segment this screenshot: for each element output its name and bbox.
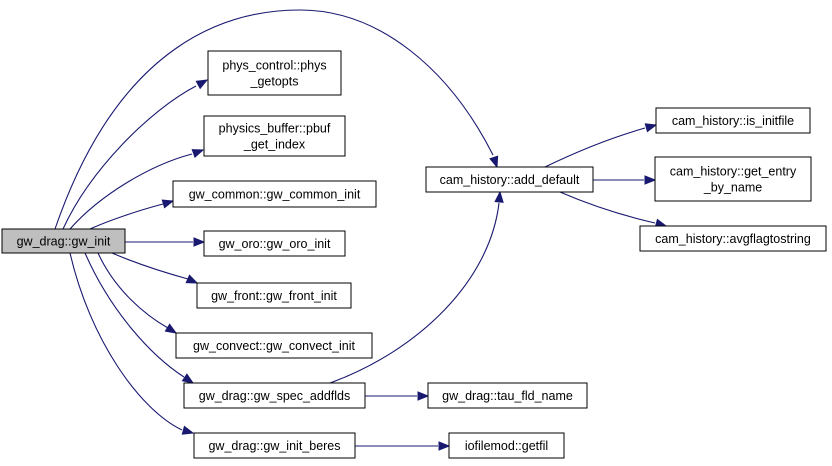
arrowhead (438, 441, 451, 451)
node-box (172, 180, 377, 208)
edge-add_default-to-is_initfile (544, 123, 658, 168)
edge-gw_init-to-phys_getopts (62, 79, 209, 230)
arrowhead (181, 373, 195, 384)
node-label: physics_buffer::pbuf (219, 122, 331, 136)
edge-gw_spec_addflds-to-tau_fld_name (365, 391, 430, 401)
node-gw-oro-init[interactable]: gw_oro::gw_oro_init (203, 230, 346, 257)
node-label: gw_common::gw_common_init (189, 188, 361, 202)
node-label: cam_history::get_entry (670, 165, 797, 179)
node-getfil[interactable]: iofilemod::getfil (448, 432, 565, 459)
nodes-layer: gw_drag::gw_init phys_control::phys_getop… (1, 50, 827, 459)
node-label: iofilemod::getfil (465, 439, 548, 453)
edge-gw_init-to-gw_oro_init (125, 237, 206, 247)
edge-gw_init-to-gw_init_beres (69, 252, 195, 435)
node-box (175, 332, 373, 359)
edge-gw_init-to-pbuf_get_index (69, 149, 205, 230)
node-label: gw_drag::tau_fld_name (442, 389, 573, 403)
node-gw-common-init[interactable]: gw_common::gw_common_init (172, 180, 377, 208)
node-avgflagtostring[interactable]: cam_history::avgflagtostring (639, 225, 827, 252)
arrowhead (193, 237, 206, 247)
node-box (427, 382, 588, 409)
arrowhead (191, 149, 205, 159)
edge-gw_init-to-gw_front_init (111, 252, 199, 284)
arrowhead (164, 323, 178, 334)
edge-gw_spec_addflds-to-add_default (329, 190, 504, 384)
edge-line (544, 127, 646, 168)
node-label: cam_history::avgflagtostring (655, 232, 811, 246)
node-label: gw_oro::gw_oro_init (219, 237, 331, 251)
edges-layer (54, 9, 668, 451)
node-label: gw_convect::gw_convect_init (193, 339, 355, 353)
edge-line (329, 202, 500, 384)
node-box (203, 115, 346, 157)
node-pbuf-get-index[interactable]: physics_buffer::pbuf_get_index (203, 115, 346, 157)
arrowhead (644, 175, 657, 185)
node-box (655, 107, 811, 134)
edge-line (111, 252, 189, 280)
node-box (448, 432, 565, 459)
node-label: _get_index (243, 138, 306, 152)
node-box (425, 166, 594, 193)
arrowhead (161, 199, 175, 209)
edge-add_default-to-avgflagtostring (559, 191, 668, 228)
node-gw-spec-addflds[interactable]: gw_drag::gw_spec_addflds (183, 382, 366, 409)
node-box (1, 228, 126, 254)
arrowhead (181, 425, 195, 435)
arrowhead (195, 79, 209, 90)
node-box (207, 50, 342, 96)
node-gw-front-init[interactable]: gw_front::gw_front_init (196, 282, 352, 309)
node-label: _by_name (703, 181, 762, 195)
edge-line (62, 85, 197, 230)
edge-line (69, 252, 183, 431)
node-label: _getopts (250, 75, 299, 89)
edge-line (69, 153, 193, 230)
edge-gw_init-to-gw_convect_init (97, 252, 178, 334)
arrowhead (644, 123, 658, 133)
arrowhead (489, 155, 499, 169)
node-label: gw_drag::gw_spec_addflds (199, 389, 351, 403)
edge-line (89, 203, 164, 230)
edge-line (97, 252, 169, 329)
node-label: cam_history::add_default (440, 173, 580, 187)
node-box (196, 282, 352, 309)
edge-gw_init_beres-to-getfil (355, 441, 451, 451)
edge-gw_init-to-gw_spec_addflds (84, 252, 195, 384)
node-label: cam_history::is_initfile (672, 114, 794, 128)
node-box (203, 230, 346, 257)
arrowhead (417, 391, 430, 401)
node-phys-getopts[interactable]: phys_control::phys_getopts (207, 50, 342, 96)
node-box (639, 225, 827, 252)
edge-gw_init-to-add_default (54, 9, 499, 230)
edge-line (559, 191, 656, 224)
node-tau-fld-name[interactable]: gw_drag::tau_fld_name (427, 382, 588, 409)
edge-line (54, 9, 494, 230)
node-label: gw_front::gw_front_init (211, 289, 337, 303)
edge-line (84, 252, 185, 378)
node-label: gw_drag::gw_init_beres (208, 439, 340, 453)
node-box (654, 156, 812, 202)
node-gw-init-beres[interactable]: gw_drag::gw_init_beres (193, 432, 356, 459)
node-is-initfile[interactable]: cam_history::is_initfile (655, 107, 811, 134)
node-add-default[interactable]: cam_history::add_default (425, 166, 594, 193)
edge-gw_init-to-gw_common_init (89, 199, 175, 230)
node-gw-convect-init[interactable]: gw_convect::gw_convect_init (175, 332, 373, 359)
node-label: gw_drag::gw_init (17, 235, 111, 249)
node-gw-init[interactable]: gw_drag::gw_init (1, 228, 126, 254)
node-get-entry-by-name[interactable]: cam_history::get_entry_by_name (654, 156, 812, 202)
arrowhead (185, 274, 199, 284)
node-box (193, 432, 356, 459)
node-box (183, 382, 366, 409)
edge-add_default-to-get_entry_by_name (593, 175, 657, 185)
node-label: phys_control::phys (222, 59, 326, 73)
arrowhead (494, 190, 504, 203)
